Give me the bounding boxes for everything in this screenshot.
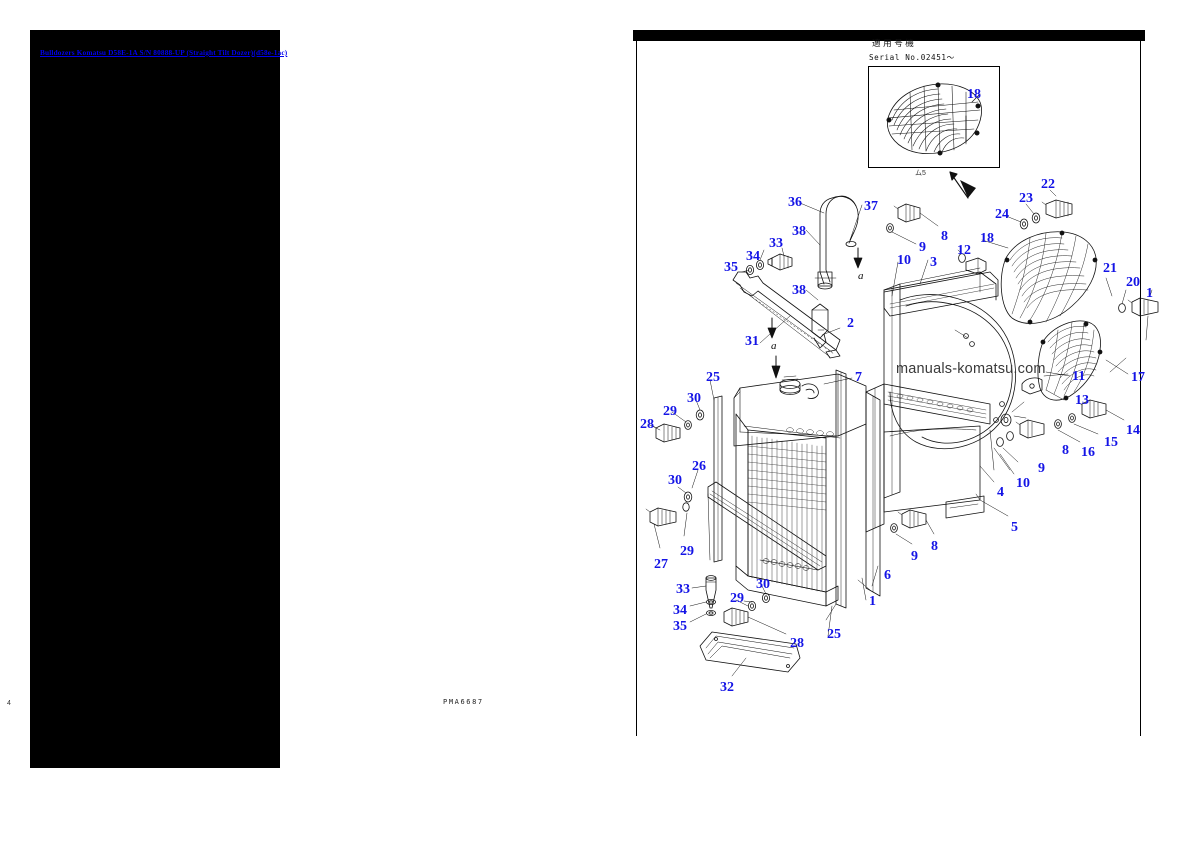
inset-serial-label: Serial No.02451～ bbox=[869, 53, 955, 62]
document-title-link[interactable]: Bulldozers Komatsu D58E-1A S/N 80888-UP … bbox=[40, 48, 288, 57]
callout-number: 12 bbox=[957, 243, 971, 258]
callout-number: 30 bbox=[687, 391, 701, 406]
callout-number: 22 bbox=[1041, 177, 1055, 192]
callout-number: 29 bbox=[730, 591, 744, 606]
callout-number: 5 bbox=[1011, 520, 1018, 535]
callout-number: 14 bbox=[1126, 423, 1140, 438]
callout-number: 1 bbox=[869, 594, 876, 609]
sheet-right-border-rule bbox=[1140, 41, 1142, 736]
callout-number: 8 bbox=[931, 539, 938, 554]
callout-number: 8 bbox=[941, 229, 948, 244]
callout-number: 10 bbox=[1016, 476, 1030, 491]
callout-number: 36 bbox=[788, 195, 802, 210]
callout-number: 2 bbox=[847, 316, 854, 331]
callout-number: 28 bbox=[640, 417, 654, 432]
callout-number: 30 bbox=[756, 577, 770, 592]
callout-number: 4 bbox=[997, 485, 1004, 500]
callout-number: 21 bbox=[1103, 261, 1117, 276]
callout-number-inset-18: 18 bbox=[967, 87, 981, 102]
document-viewer-black-page bbox=[30, 30, 280, 768]
callout-number: 28 bbox=[790, 636, 804, 651]
callout-number: 27 bbox=[654, 557, 668, 572]
callout-number: 9 bbox=[911, 549, 918, 564]
sheet-left-border-rule bbox=[636, 41, 638, 736]
callout-number: 1 bbox=[1146, 286, 1153, 301]
callout-number: 16 bbox=[1081, 445, 1095, 460]
sheet-drawing-code: PMA6687 bbox=[443, 698, 484, 706]
callout-number: 15 bbox=[1104, 435, 1118, 450]
callout-number: 34 bbox=[746, 249, 760, 264]
callout-number: 32 bbox=[720, 680, 734, 695]
callout-number: 24 bbox=[995, 207, 1009, 222]
inset-applicability-label-jp: 適用号機 bbox=[872, 39, 917, 49]
callout-number: 25 bbox=[706, 370, 720, 385]
inset-sub-mark: ム5 bbox=[915, 170, 926, 177]
callout-number: 38 bbox=[792, 283, 806, 298]
callout-number: 29 bbox=[680, 544, 694, 559]
callout-number: 8 bbox=[1062, 443, 1069, 458]
inset-applicability-box bbox=[868, 66, 1000, 168]
callout-number: 37 bbox=[864, 199, 878, 214]
callout-number: 17 bbox=[1131, 370, 1145, 385]
callout-number: 11 bbox=[1072, 369, 1086, 384]
callout-number: 35 bbox=[724, 260, 738, 275]
callout-number: 6 bbox=[884, 568, 891, 583]
callout-number: 3 bbox=[930, 255, 937, 270]
callout-number: 33 bbox=[676, 582, 690, 597]
callout-number: 33 bbox=[769, 236, 783, 251]
sheet-margin-mark: 4 bbox=[7, 700, 11, 707]
callout-number: 30 bbox=[668, 473, 682, 488]
callout-number: 18 bbox=[980, 231, 994, 246]
callout-number: 25 bbox=[827, 627, 841, 642]
callout-number: 10 bbox=[897, 253, 911, 268]
callout-number: 23 bbox=[1019, 191, 1033, 206]
callout-number: 31 bbox=[745, 334, 759, 349]
callout-number: 38 bbox=[792, 224, 806, 239]
section-annotation: a bbox=[858, 270, 864, 282]
callout-number: 20 bbox=[1126, 275, 1140, 290]
site-watermark: manuals-komatsu.com bbox=[896, 361, 1046, 377]
section-annotation: a bbox=[771, 340, 777, 352]
callout-number: 26 bbox=[692, 459, 706, 474]
sheet-top-bar bbox=[633, 30, 1145, 41]
callout-number: 9 bbox=[1038, 461, 1045, 476]
callout-number: 9 bbox=[919, 240, 926, 255]
callout-number: 7 bbox=[855, 370, 862, 385]
callout-number: 13 bbox=[1075, 393, 1089, 408]
callout-number: 34 bbox=[673, 603, 687, 618]
callout-number: 29 bbox=[663, 404, 677, 419]
callout-number: 35 bbox=[673, 619, 687, 634]
